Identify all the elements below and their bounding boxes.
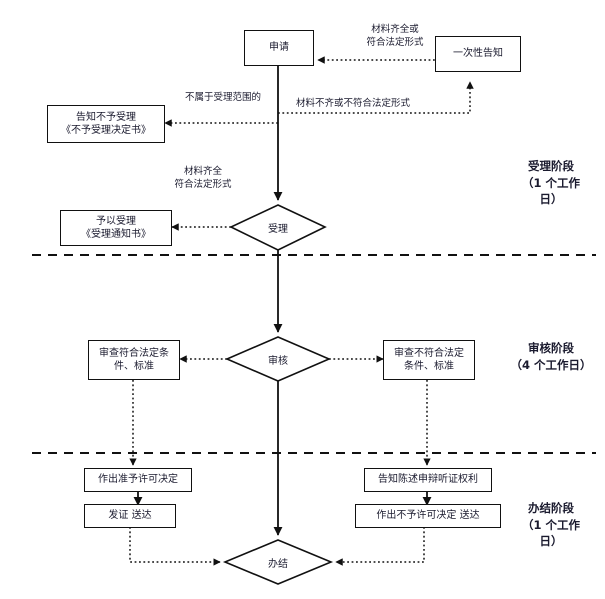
- edge-issue-to-complete: [129, 527, 221, 566]
- stage-label-complete: 办结阶段 （1 个工作 日）: [521, 501, 580, 549]
- node-grant-accept[interactable]: 予以受理 《受理通知书》: [60, 210, 172, 246]
- node-review-conform-label: 审查符合法定条 件、标准: [99, 347, 169, 373]
- node-notify-rights[interactable]: 告知陈述申辩听证权利: [364, 468, 492, 492]
- node-notify-reject-accept-label: 告知不予受理 《不予受理决定书》: [61, 111, 151, 137]
- node-decision-approve-label: 作出准予许可决定: [98, 474, 178, 486]
- node-apply-label: 申请: [269, 42, 289, 54]
- node-notify-reject-accept[interactable]: 告知不予受理 《不予受理决定书》: [47, 105, 165, 143]
- node-grant-accept-label: 予以受理 《受理通知书》: [81, 215, 151, 241]
- node-issue-deliver[interactable]: 发证 送达: [84, 504, 176, 528]
- node-one-time-notice[interactable]: 一次性告知: [435, 36, 521, 72]
- node-decision-deny[interactable]: 作出不予许可决定 送达: [355, 504, 501, 528]
- edge-label-materials-complete-legal: 材料齐全 符合法定形式: [174, 166, 232, 190]
- review-diamond-shape: [224, 336, 332, 382]
- edge-deny-to-complete: [335, 527, 425, 566]
- node-decision-deny-label: 作出不予许可决定 送达: [376, 510, 480, 522]
- node-notify-rights-label: 告知陈述申辩听证权利: [378, 474, 478, 486]
- node-review-nonconform[interactable]: 审查不符合法定 条件、标准: [383, 340, 475, 380]
- node-issue-deliver-label: 发证 送达: [108, 510, 152, 522]
- node-review-conform[interactable]: 审查符合法定条 件、标准: [88, 340, 180, 380]
- stage-label-accept: 受理阶段 （1 个工作 日）: [521, 159, 580, 207]
- edge-label-not-in-accept-scope: 不属于受理范围的: [184, 92, 261, 103]
- edge-apply-to-notice: [278, 81, 474, 114]
- node-decision-approve[interactable]: 作出准予许可决定: [84, 468, 192, 492]
- complete-diamond-shape: [222, 539, 334, 585]
- node-review-nonconform-label: 审查不符合法定 条件、标准: [394, 347, 464, 373]
- node-one-time-notice-label: 一次性告知: [453, 48, 503, 60]
- accept-diamond-shape: [229, 204, 327, 251]
- edge-label-materials-incomplete-or-illegal: 材料不齐或不符合法定形式: [296, 98, 411, 109]
- node-apply[interactable]: 申请: [244, 30, 314, 66]
- edge-label-materials-complete-or-legal: 材料齐全或 符合法定形式: [366, 24, 424, 48]
- stage-label-review: 审核阶段 （4 个工作日）: [510, 341, 592, 372]
